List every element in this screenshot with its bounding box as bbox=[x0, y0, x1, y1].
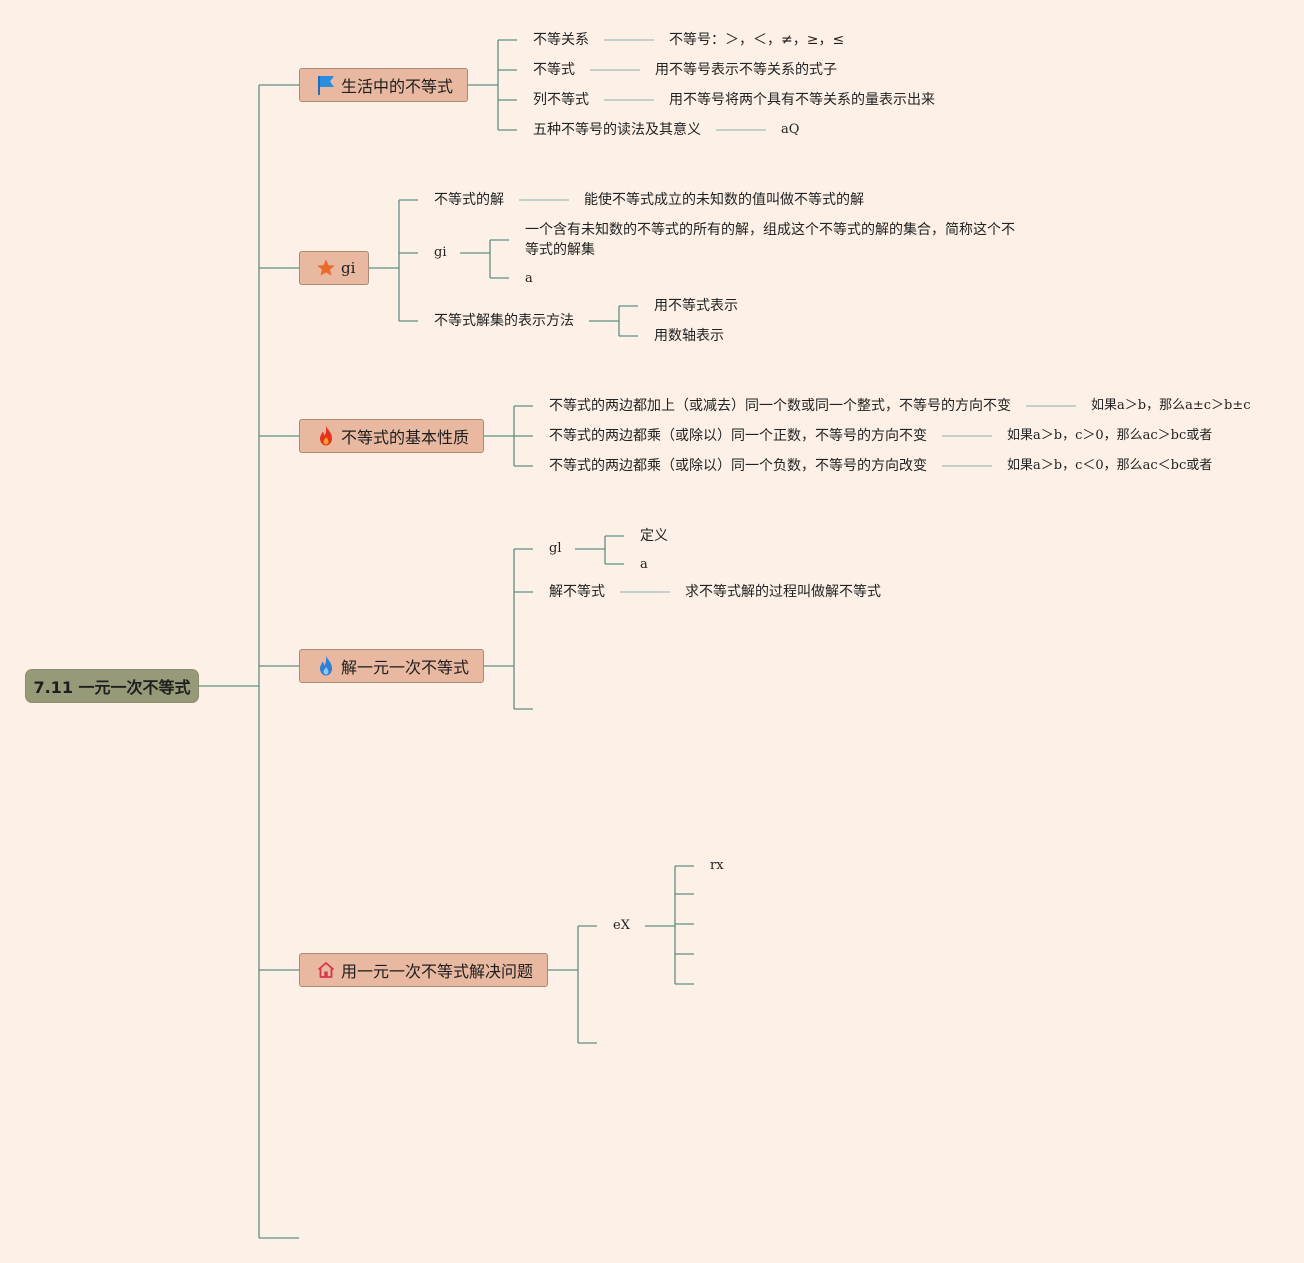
star-icon bbox=[316, 257, 336, 279]
branch-topic-solve-inequality[interactable]: 解一元一次不等式 bbox=[299, 649, 484, 683]
root-topic[interactable]: 7.11 一元一次不等式 bbox=[25, 669, 199, 703]
detail-add-subtract[interactable]: 如果a＞b，那么a±c＞b±c bbox=[1091, 398, 1251, 413]
subtopic-solution-set-representation[interactable]: 不等式解集的表示方法 bbox=[434, 313, 574, 329]
subtopic-write-inequality[interactable]: 列不等式 bbox=[533, 92, 589, 108]
property-multiply-negative[interactable]: 不等式的两边都乘（或除以）同一个负数，不等号的方向改变 bbox=[549, 458, 927, 474]
subtopic-solving[interactable]: 解不等式 bbox=[549, 584, 605, 600]
detail-write-inequality[interactable]: 用不等号将两个具有不等关系的量表示出来 bbox=[669, 92, 935, 108]
branch-topic-applications[interactable]: 用一元一次不等式解决问题 bbox=[299, 953, 548, 987]
property-multiply-positive[interactable]: 不等式的两边都乘（或除以）同一个正数，不等号的方向不变 bbox=[549, 428, 927, 444]
house-icon bbox=[316, 959, 336, 981]
detail-inequality-signs[interactable]: 不等号：＞，＜，≠，≥，≤ bbox=[669, 32, 845, 48]
detail-inequality-definition[interactable]: 用不等号表示不等关系的式子 bbox=[655, 62, 837, 78]
branch-label: 解一元一次不等式 bbox=[341, 658, 470, 677]
branch-label: 生活中的不等式 bbox=[341, 77, 454, 96]
branch-label: 用一元一次不等式解决问题 bbox=[341, 962, 534, 981]
branch-topic-gi[interactable]: gi bbox=[299, 251, 369, 285]
subtopic-ex[interactable]: eX bbox=[613, 918, 630, 933]
subtopic-five-signs-reading[interactable]: 五种不等号的读法及其意义 bbox=[533, 122, 701, 138]
blue-flame-icon bbox=[316, 655, 336, 677]
branch-label: gi bbox=[341, 259, 356, 277]
detail-solving-definition[interactable]: 求不等式解的过程叫做解不等式 bbox=[685, 584, 881, 600]
fire-icon bbox=[316, 425, 336, 447]
detail-rx[interactable]: rx bbox=[710, 858, 724, 873]
subtopic-inequality-relation[interactable]: 不等关系 bbox=[533, 32, 589, 48]
detail-multiply-positive[interactable]: 如果a＞b，c＞0，那么ac＞bc或者 bbox=[1007, 428, 1213, 443]
subtopic-gi[interactable]: gi bbox=[434, 245, 447, 260]
subtopic-solution[interactable]: 不等式的解 bbox=[434, 192, 504, 208]
root-label: 7.11 一元一次不等式 bbox=[33, 678, 191, 697]
branch-label: 不等式的基本性质 bbox=[341, 428, 470, 447]
branch-topic-basic-properties[interactable]: 不等式的基本性质 bbox=[299, 419, 484, 453]
detail-by-number-line[interactable]: 用数轴表示 bbox=[654, 328, 724, 344]
flag-icon bbox=[316, 74, 336, 96]
detail-solution-definition[interactable]: 能使不等式成立的未知数的值叫做不等式的解 bbox=[584, 192, 864, 208]
branch-topic-life-inequalities[interactable]: 生活中的不等式 bbox=[299, 68, 468, 102]
detail-a[interactable]: a bbox=[525, 271, 533, 286]
detail-multiply-negative[interactable]: 如果a＞b，c＜0，那么ac＜bc或者 bbox=[1007, 458, 1213, 473]
detail-definition[interactable]: 定义 bbox=[640, 528, 668, 544]
detail-solution-set-definition[interactable]: 一个含有未知数的不等式的所有的解，组成这个不等式的解的集合，简称这个不等式的解集 bbox=[525, 222, 1015, 258]
detail-by-inequality[interactable]: 用不等式表示 bbox=[654, 298, 738, 314]
detail-aq[interactable]: aQ bbox=[781, 122, 800, 137]
detail-a[interactable]: a bbox=[640, 557, 648, 572]
property-add-subtract[interactable]: 不等式的两边都加上（或减去）同一个数或同一个整式，不等号的方向不变 bbox=[549, 398, 1011, 414]
subtopic-gl[interactable]: gl bbox=[549, 541, 562, 556]
subtopic-inequality[interactable]: 不等式 bbox=[533, 62, 575, 78]
